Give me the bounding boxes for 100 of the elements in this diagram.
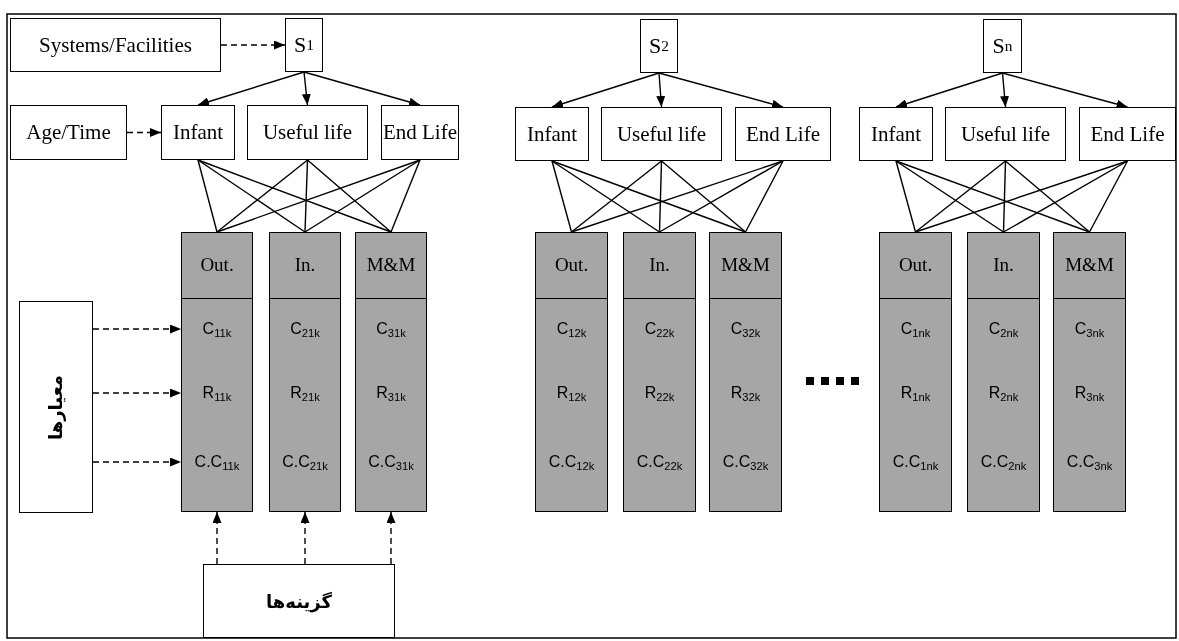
connector-line xyxy=(304,159,309,233)
arrow xyxy=(92,324,182,334)
stage-box: Infant xyxy=(515,107,589,161)
connector-line xyxy=(551,160,573,233)
column-box xyxy=(1053,232,1126,512)
connector-line xyxy=(658,160,663,233)
stage-box: End Life xyxy=(735,107,831,161)
arrow xyxy=(303,71,421,107)
cell-value: C$_{3nk}$ xyxy=(1074,319,1105,339)
cell-value: C$_{22k}$ xyxy=(644,319,675,339)
connector-line xyxy=(390,159,421,233)
connector-line xyxy=(658,160,784,233)
column-heading: Out. xyxy=(554,255,589,275)
column-box xyxy=(879,232,952,512)
column-box xyxy=(623,232,696,512)
connector-line xyxy=(914,160,1007,233)
arrow xyxy=(92,388,182,398)
cell-value: C.C$_{12k}$ xyxy=(548,452,595,472)
arrow xyxy=(212,511,222,565)
cell-value: C.C$_{1nk}$ xyxy=(892,452,939,472)
column-heading: M&M xyxy=(721,255,770,275)
stage-box: End Life xyxy=(381,105,459,160)
connector-line xyxy=(197,159,306,233)
column-heading: Out. xyxy=(898,255,933,275)
arrow xyxy=(126,128,162,137)
cell-value: C.C$_{22k}$ xyxy=(636,452,683,472)
cell-value: R$_{12k}$ xyxy=(556,383,587,403)
stage-box: Useful life xyxy=(945,107,1066,161)
cell-value: R$_{21k}$ xyxy=(290,383,320,403)
connector-line xyxy=(216,159,309,233)
stage-box: Useful life xyxy=(601,107,722,161)
cell-value: C.C$_{31k}$ xyxy=(368,452,414,472)
cell-value: R$_{32k}$ xyxy=(730,383,761,403)
arrow xyxy=(197,71,305,107)
cell-value: R$_{22k}$ xyxy=(644,383,675,403)
cell-value: C.C$_{3nk}$ xyxy=(1066,452,1113,472)
column-box xyxy=(709,232,782,512)
column-heading: M&M xyxy=(1065,255,1114,275)
arrow xyxy=(656,72,666,108)
connector-line xyxy=(1002,160,1129,233)
column-box xyxy=(269,232,341,512)
arrow xyxy=(551,72,660,108)
stage-box: Infant xyxy=(161,105,235,160)
connector-line xyxy=(306,159,392,233)
connector-line xyxy=(1002,160,1007,233)
arrow xyxy=(1001,72,1129,109)
arrow xyxy=(895,72,1004,108)
connector-line xyxy=(304,159,421,233)
connector-line xyxy=(570,160,663,233)
stage-box: Infant xyxy=(859,107,933,161)
column-heading: In. xyxy=(993,255,1014,275)
connector-line xyxy=(895,160,917,233)
cell-value: C$_{31k}$ xyxy=(376,319,406,339)
criteria-box xyxy=(19,301,93,513)
arrow xyxy=(301,71,311,106)
connector-line xyxy=(216,159,421,233)
connector-line xyxy=(744,160,784,233)
cell-value: R$_{11k}$ xyxy=(202,383,232,403)
cell-value: C$_{32k}$ xyxy=(730,319,761,339)
connector-line xyxy=(197,159,392,233)
options-box: گزینه‌ها xyxy=(203,564,395,638)
stage-box: End Life xyxy=(1079,107,1176,161)
cell-value: C$_{2nk}$ xyxy=(988,319,1019,339)
arrow xyxy=(386,511,396,565)
connector-line xyxy=(551,160,747,233)
column-heading: In. xyxy=(649,255,670,275)
arrow xyxy=(658,72,784,109)
cell-value: C$_{1nk}$ xyxy=(900,319,931,339)
connector-line xyxy=(551,160,661,233)
cell-value: C.C$_{11k}$ xyxy=(194,452,240,472)
arrow xyxy=(300,511,310,565)
connector-line xyxy=(1004,160,1091,233)
connector-line xyxy=(197,159,218,233)
arrow xyxy=(92,457,182,467)
label-box: Systems/Facilities xyxy=(10,18,221,72)
cell-value: R$_{31k}$ xyxy=(376,383,406,403)
column-heading: Out. xyxy=(200,255,234,275)
label-box: Age/Time xyxy=(10,105,127,160)
column-box xyxy=(181,232,253,512)
connector-line xyxy=(570,160,784,233)
criteria-label: معیارها xyxy=(45,374,67,440)
cell-value: C$_{12k}$ xyxy=(556,319,587,339)
column-box xyxy=(967,232,1040,512)
cell-value: C.C$_{2nk}$ xyxy=(980,452,1027,472)
column-heading: In. xyxy=(294,255,316,275)
cell-value: R$_{2nk}$ xyxy=(988,383,1019,403)
cell-value: R$_{1nk}$ xyxy=(900,383,931,403)
arrow xyxy=(1000,72,1009,108)
stage-box: Useful life xyxy=(247,105,368,160)
connector-line xyxy=(895,160,1005,233)
cell-value: C$_{11k}$ xyxy=(202,319,232,339)
cell-value: C.C$_{21k}$ xyxy=(282,452,328,472)
connector-line xyxy=(895,160,1091,233)
cell-value: C.C$_{32k}$ xyxy=(722,452,769,472)
connector-line xyxy=(660,160,747,233)
cell-value: R$_{3nk}$ xyxy=(1074,383,1105,403)
column-box xyxy=(535,232,608,512)
column-box xyxy=(355,232,427,512)
connector-line xyxy=(1088,160,1129,233)
cell-value: C$_{21k}$ xyxy=(290,319,320,339)
